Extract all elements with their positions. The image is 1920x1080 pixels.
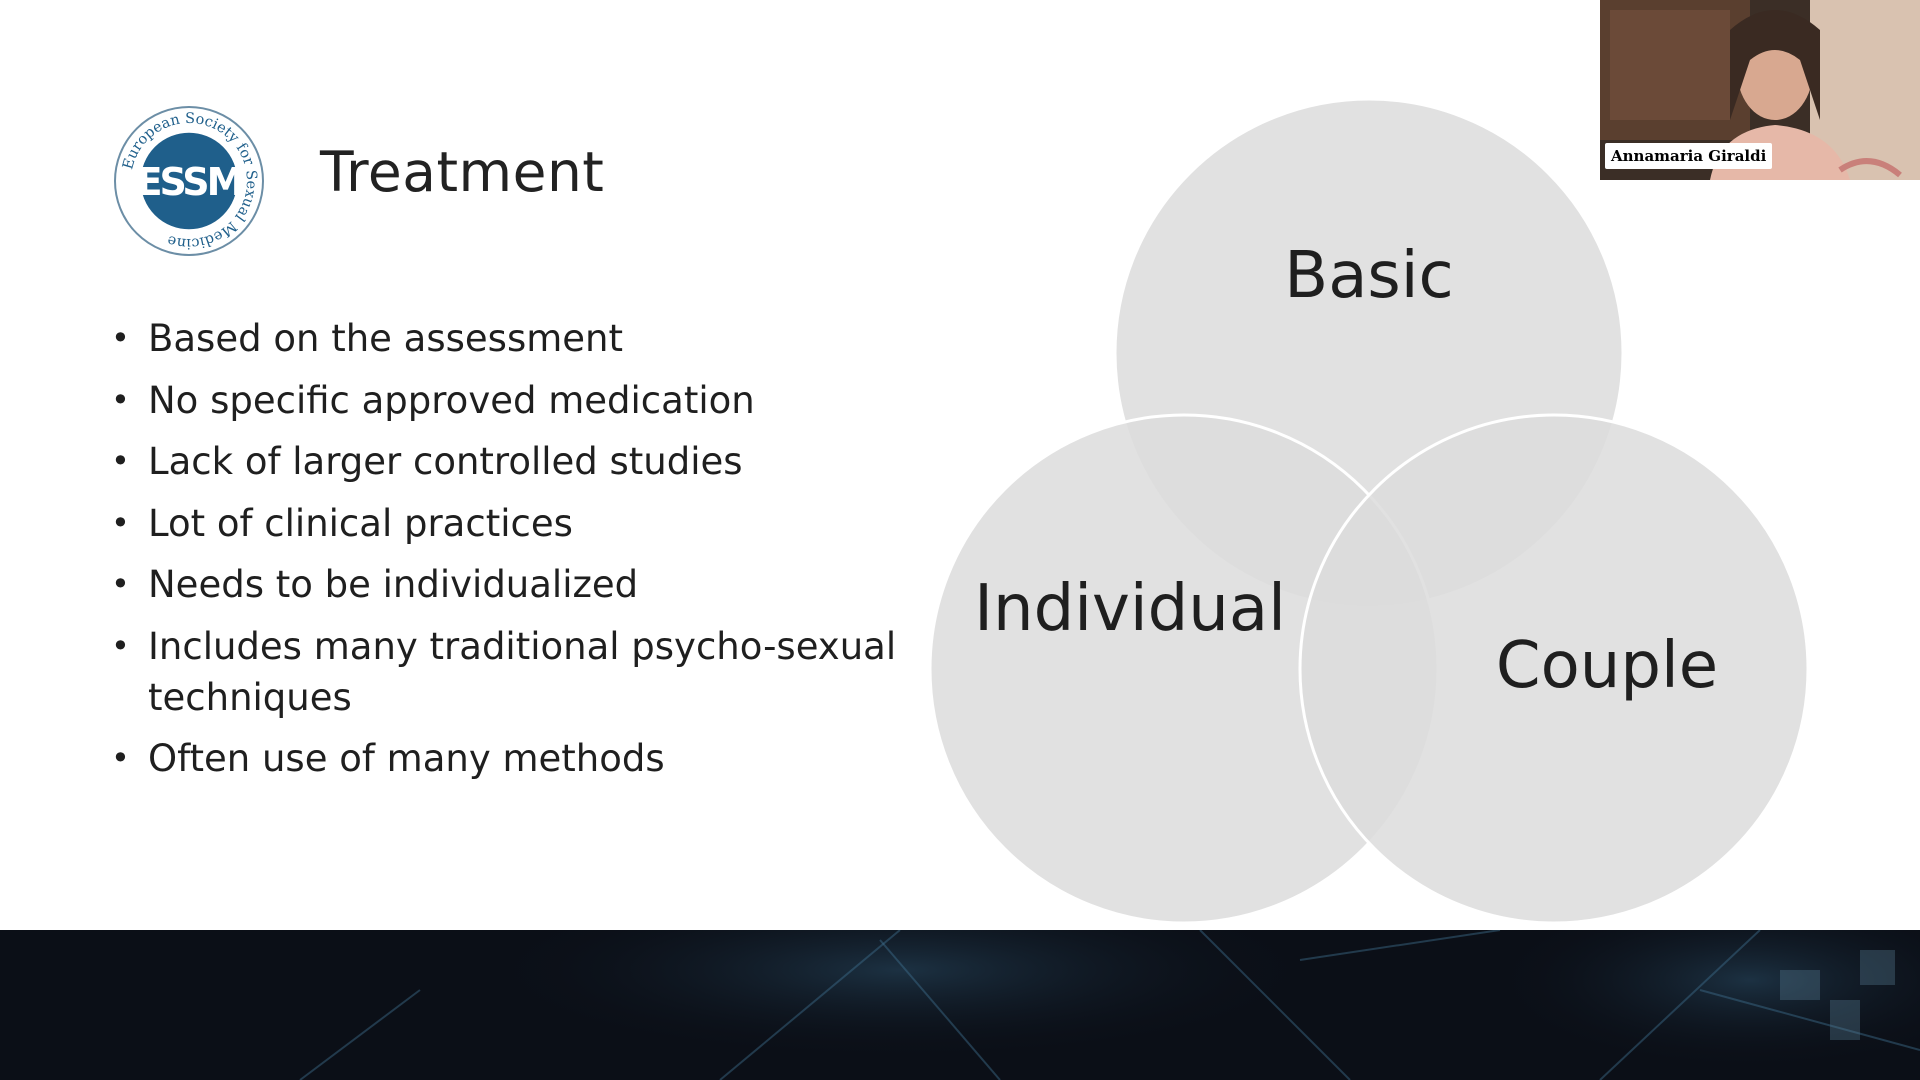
slide-title: Treatment bbox=[320, 140, 605, 204]
venn-label-couple: Couple bbox=[1496, 629, 1718, 703]
bullet-list: • Based on the assessment • No specific ap… bbox=[108, 313, 908, 795]
bullet-icon: • bbox=[111, 442, 130, 480]
bullet-item: • Includes many traditional psycho-sexual… bbox=[108, 621, 908, 723]
venn-diagram: Basic Individual Couple bbox=[920, 90, 1820, 930]
venn-circles bbox=[928, 97, 1810, 925]
bullet-text: Lot of clinical practices bbox=[148, 501, 573, 545]
bullet-text: No specific approved medication bbox=[148, 378, 755, 422]
bullet-item: • Lot of clinical practices bbox=[108, 498, 908, 549]
bullet-icon: • bbox=[111, 503, 130, 542]
bullet-icon: • bbox=[111, 739, 130, 777]
bullet-icon: • bbox=[111, 626, 130, 665]
bullet-text: Based on the assessment bbox=[148, 317, 623, 360]
webcam-video: Annamaria Giraldi bbox=[1600, 0, 1920, 180]
venn-label-individual: Individual bbox=[974, 572, 1286, 646]
footer-band bbox=[0, 930, 1920, 1080]
bullet-text: Often use of many methods bbox=[148, 737, 665, 780]
bullet-icon: • bbox=[111, 319, 130, 357]
bullet-icon: • bbox=[111, 565, 130, 603]
footer-texture bbox=[299, 930, 1920, 1080]
bullet-item: • Often use of many methods bbox=[108, 733, 908, 784]
bullet-text: Includes many traditional psycho-sexual … bbox=[148, 624, 897, 719]
essm-logo-icon: European Society for Sexual Medicine ESS… bbox=[113, 105, 265, 257]
venn-label-basic: Basic bbox=[1284, 239, 1453, 313]
bullet-text: Lack of larger controlled studies bbox=[148, 440, 743, 483]
bullet-item: • Lack of larger controlled studies bbox=[108, 436, 908, 487]
bullet-item: • No specific approved medication bbox=[108, 375, 908, 426]
bullet-icon: • bbox=[111, 380, 130, 419]
bullet-item: • Based on the assessment bbox=[108, 313, 908, 364]
logo-monogram: ESSM bbox=[137, 160, 242, 204]
venn-circle-couple bbox=[1298, 413, 1810, 925]
bullet-text: Needs to be individualized bbox=[148, 563, 639, 606]
participant-name-label: Annamaria Giraldi bbox=[1605, 143, 1773, 169]
bullet-item: • Needs to be individualized bbox=[108, 559, 908, 610]
